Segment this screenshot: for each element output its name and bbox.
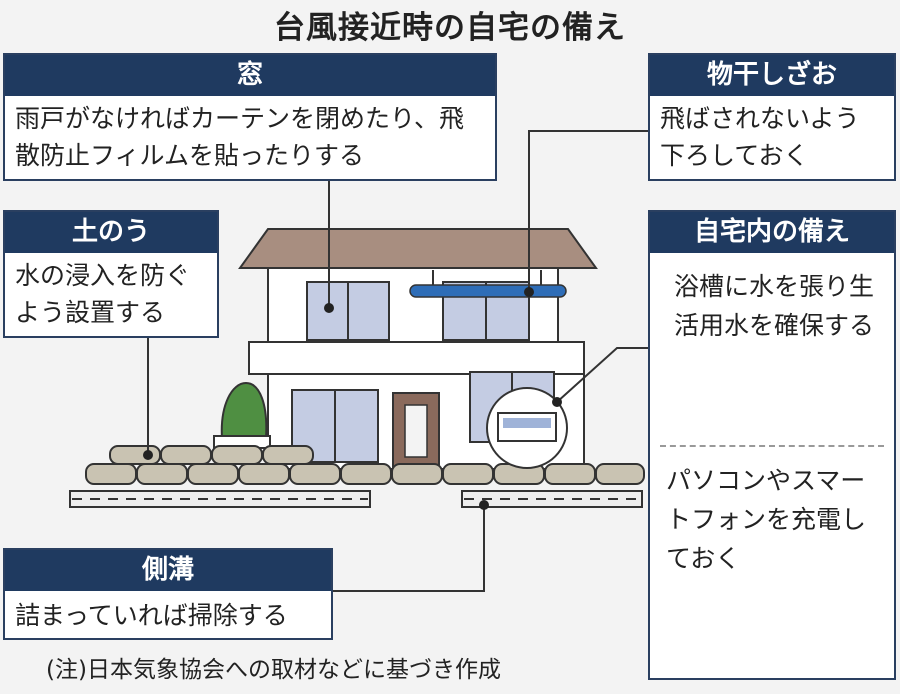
window-text: 雨戸がなければカーテンを閉めたり、飛散防止フィルムを貼ったりする (15, 104, 465, 170)
dashed-divider (660, 445, 884, 447)
sandbag-heading: 土のう (5, 212, 217, 253)
laundry-pole-heading: 物干しざお (650, 55, 894, 96)
ditch-right (461, 490, 643, 508)
ditch-text: 詰まっていれば掃除する (15, 601, 288, 630)
sandbags-lower (85, 463, 645, 485)
bathtub-inset (486, 387, 568, 469)
bath-water-text: 浴槽に水を張り生活用水を確保する (674, 272, 875, 340)
ditch-left (69, 490, 371, 508)
page-title: 台風接近時の自宅の備え (274, 10, 626, 46)
ditch-heading: 側溝 (5, 550, 331, 591)
leader-lines (147, 130, 648, 592)
sandbags-upper (109, 445, 314, 465)
home-prep-heading: 自宅内の備え (650, 212, 894, 253)
home-prep-callout: 自宅内の備え 浴槽に水を張り生活用水を確保する パソコンやスマートフォンを充電し… (648, 210, 896, 680)
sandbag-callout: 土のう 水の浸入を防ぐよう設置する (3, 210, 219, 338)
laundry-pole (409, 284, 567, 298)
window-callout: 窓 雨戸がなければカーテンを閉めたり、飛散防止フィルムを貼ったりする (3, 53, 497, 181)
balcony (248, 341, 585, 375)
ditch-callout: 側溝 詰まっていれば掃除する (3, 548, 333, 640)
roof (238, 228, 598, 269)
charge-devices-text: パソコンやスマートフォンを充電しておく (666, 466, 867, 573)
window-heading: 窓 (5, 55, 495, 96)
laundry-pole-callout: 物干しざお 飛ばされないよう下ろしておく (648, 53, 896, 181)
laundry-pole-text: 飛ばされないよう下ろしておく (660, 104, 860, 170)
sandbag-text: 水の浸入を防ぐよう設置する (15, 261, 191, 327)
source-note: (注)日本気象協会への取材などに基づき作成 (46, 657, 501, 683)
shrub (220, 381, 268, 439)
